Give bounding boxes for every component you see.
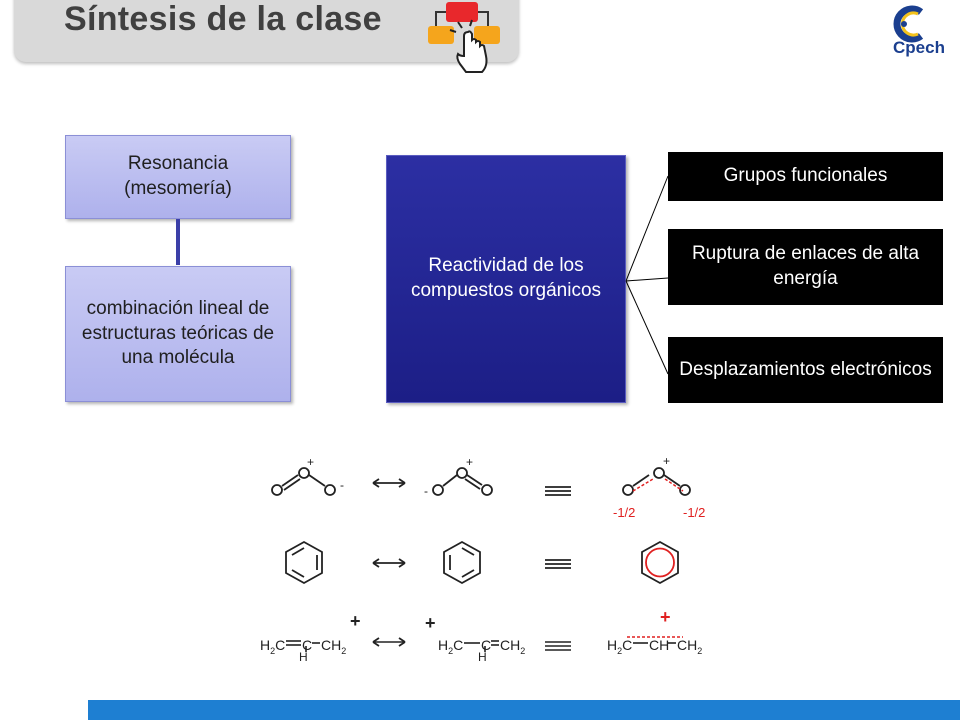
electron-displacement-box: Desplazamientos electrónicos [668,337,943,403]
svg-text:H2C: H2C [438,637,463,656]
page-title: Síntesis de la clase [64,0,382,38]
svg-text:H2C: H2C [607,637,632,656]
vertical-connector [176,219,180,265]
svg-text:+: + [307,455,314,469]
svg-text:C: C [481,637,491,653]
svg-text:+: + [663,454,670,468]
svg-text:-1/2: -1/2 [613,505,635,520]
cpech-logo-icon [893,5,924,43]
title-bar: Síntesis de la clase [14,0,519,73]
svg-text:-1/2: -1/2 [683,505,705,520]
svg-text:H2C: H2C [260,637,285,656]
bracket-lines [625,175,669,375]
svg-text:C: C [302,637,312,653]
svg-text:+: + [425,613,436,633]
reactivity-box: Reactividad de los compuestos orgánicos [386,155,626,403]
svg-text:CH2: CH2 [321,637,346,656]
svg-text:+: + [466,455,473,469]
bond-rupture-box: Ruptura de enlaces de alta energía [668,229,943,305]
svg-text:CH: CH [649,637,669,653]
footer-bar [88,700,960,720]
linear-combination-box: combinación lineal de estructuras teóric… [65,266,291,402]
resonance-diagram: +- +- + -1/2-1/2 H2C CH CH2 H2C CH CH2 H… [260,454,705,664]
svg-text:CH2: CH2 [677,637,702,656]
logo-text: Cpech [893,38,945,57]
flowchart-hand-icon [428,2,500,73]
svg-text:+: + [660,607,671,627]
svg-text:H: H [478,650,487,664]
svg-text:-: - [424,484,428,498]
svg-text:-: - [340,478,344,492]
functional-groups-box: Grupos funcionales [668,152,943,201]
resonance-box: Resonancia (mesomería) [65,135,291,219]
svg-text:H: H [299,650,308,664]
svg-text:+: + [350,611,361,631]
svg-text:CH2: CH2 [500,637,525,656]
